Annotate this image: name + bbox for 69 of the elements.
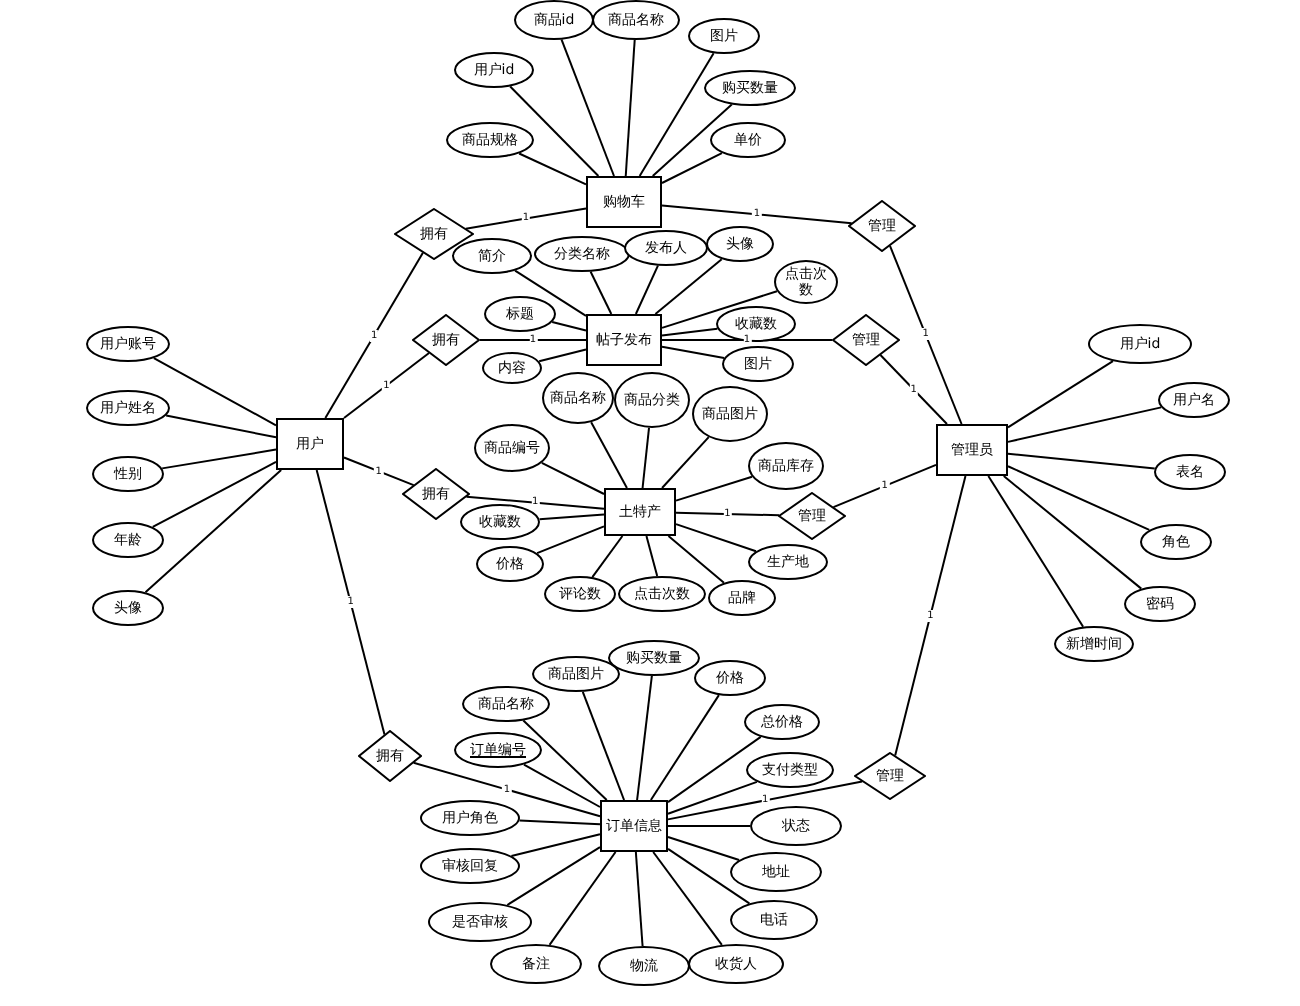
connector-line <box>667 836 741 862</box>
connector-line <box>894 475 967 757</box>
connector-line <box>538 348 587 363</box>
connector-line <box>581 690 626 801</box>
connector-line <box>551 321 587 332</box>
connector-line <box>343 352 430 419</box>
connector-line <box>634 851 644 947</box>
connector-line <box>661 436 710 489</box>
connector-line <box>151 460 277 528</box>
connector-line <box>540 461 605 495</box>
connector-line <box>624 39 636 177</box>
connector-line <box>667 847 751 905</box>
connector-line <box>667 535 725 584</box>
connector-line <box>506 846 601 906</box>
connector-line <box>675 511 781 517</box>
connector-line <box>1007 465 1151 531</box>
connector-line <box>591 535 624 579</box>
connector-line <box>161 448 277 470</box>
connector-line <box>634 264 659 315</box>
connector-line <box>509 85 600 177</box>
connector-line <box>649 694 720 801</box>
connector-line <box>645 535 659 578</box>
connector-line <box>661 345 726 359</box>
connector-line <box>144 469 283 594</box>
connector-line <box>652 851 723 946</box>
connector-line <box>152 357 277 427</box>
connector-line <box>675 523 757 553</box>
connector-line <box>479 339 587 341</box>
connector-line <box>343 456 415 487</box>
connector-line <box>518 819 601 826</box>
connector-line <box>1007 452 1156 470</box>
connector-line <box>590 421 628 489</box>
connector-line <box>514 269 587 317</box>
connector-line <box>661 327 719 337</box>
connector-line <box>464 207 587 230</box>
connector-line <box>560 38 615 177</box>
connector-line <box>510 833 601 857</box>
connector-line <box>636 675 653 801</box>
connector-line <box>667 780 864 821</box>
connector-line <box>518 152 587 186</box>
connector-line <box>879 353 948 425</box>
connector-line <box>1007 360 1114 429</box>
connector-line <box>654 258 723 315</box>
connector-line <box>832 463 937 509</box>
connector-line <box>889 244 963 425</box>
connector-line <box>536 525 605 555</box>
connector-line <box>667 735 762 804</box>
connector-line <box>987 475 1085 628</box>
connector-line <box>523 763 601 808</box>
connector-line <box>641 426 650 489</box>
connector-line <box>1007 406 1163 443</box>
connector-line <box>651 103 733 177</box>
connector-line <box>661 152 723 184</box>
connector-line <box>412 761 601 818</box>
connector-line <box>165 414 277 439</box>
connector-line <box>465 495 605 510</box>
connector-line <box>638 52 715 177</box>
connector-line <box>667 825 751 827</box>
connector-line <box>667 780 758 815</box>
connector-line <box>315 469 386 736</box>
connector-line <box>589 270 613 315</box>
connector-line <box>1002 475 1143 590</box>
connector-line <box>522 719 608 801</box>
connector-line <box>548 851 617 946</box>
connector-line <box>661 204 853 225</box>
connector-line <box>324 251 424 419</box>
connector-line <box>661 290 778 329</box>
connector-line <box>675 475 753 502</box>
connector-line <box>538 513 605 521</box>
